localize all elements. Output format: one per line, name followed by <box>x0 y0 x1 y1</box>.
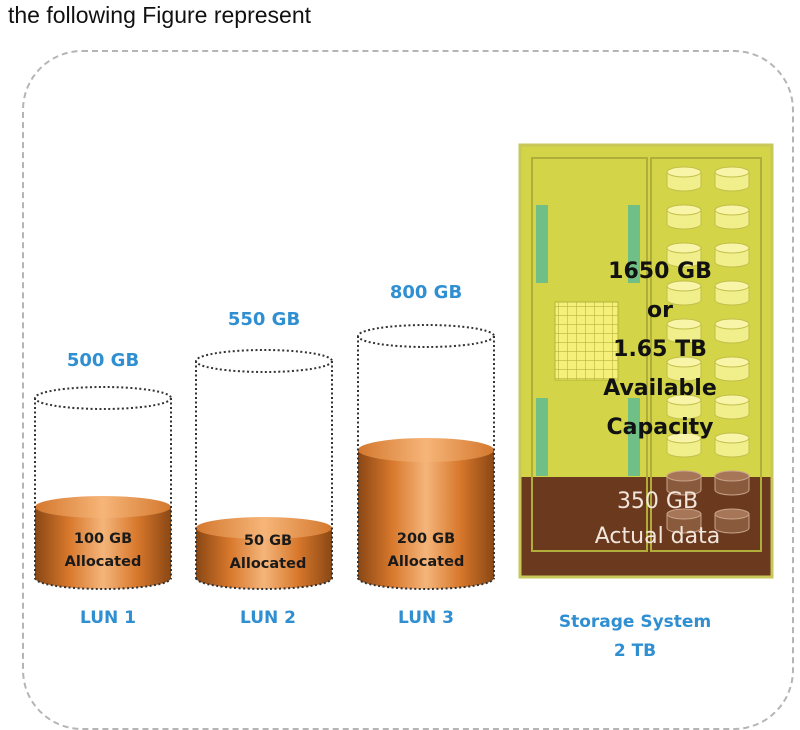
disk-icon <box>666 166 702 192</box>
storage-cabinet <box>518 143 774 579</box>
lun-3-fill-body <box>358 450 494 589</box>
figure-heading: the following Figure represent <box>8 2 311 28</box>
cabinet-left-door <box>531 157 648 552</box>
disk-icon <box>666 356 702 382</box>
disk-icon <box>714 470 750 496</box>
lun-2-outline-top <box>195 349 333 373</box>
lun-3-name: LUN 3 <box>397 608 454 628</box>
disk-icon <box>714 432 750 458</box>
lun-3-allocated-value: 200 GB <box>396 531 456 547</box>
storage-system-size: 2 TB <box>613 641 657 661</box>
lun-3-allocated-label: 200 GB Allocated <box>366 528 486 574</box>
lun-2-allocated-label: 50 GB Allocated <box>208 530 328 576</box>
lun-1-allocated-word: Allocated <box>64 554 142 570</box>
available-line-4: Available <box>603 376 717 401</box>
disk-icon <box>714 318 750 344</box>
lun-3-outline-top <box>357 324 495 348</box>
lun-3-capacity-label: 800 GB <box>389 282 463 303</box>
controller-grid <box>554 301 619 381</box>
disk-icon <box>666 204 702 230</box>
available-line-2: or <box>647 298 673 323</box>
left-door-handle-top-b <box>628 205 640 283</box>
available-line-1: 1650 GB <box>608 259 712 284</box>
lun-2-fill-body <box>196 528 332 589</box>
lun-1-allocated-label: 100 GB Allocated <box>43 528 163 574</box>
disk-icon <box>714 394 750 420</box>
lun-2-allocated-word: Allocated <box>229 556 307 572</box>
lun-1-fill-top <box>35 496 171 518</box>
disk-icon <box>714 242 750 268</box>
lun-1-cylinder <box>34 386 172 590</box>
lun-2-cylinder <box>195 349 333 590</box>
storage-diagram <box>34 143 774 590</box>
actual-line-1: 350 GB <box>616 489 699 514</box>
available-capacity-text: 1650 GB or 1.65 TB Available Capacity <box>560 252 760 447</box>
disk-icon <box>666 394 702 420</box>
lun-1-name: LUN 1 <box>79 608 136 628</box>
lun-3-cylinder <box>357 324 495 590</box>
lun-1-outline-top <box>34 386 172 410</box>
available-line-3: 1.65 TB <box>613 337 707 362</box>
disk-stack <box>666 166 750 534</box>
disk-icon <box>714 166 750 192</box>
disk-icon <box>714 204 750 230</box>
left-door-handle-bottom-a <box>536 398 548 476</box>
disk-icon <box>666 470 702 496</box>
disk-icon <box>714 280 750 306</box>
disk-icon <box>666 508 702 534</box>
lun-2-name: LUN 2 <box>239 608 296 628</box>
disk-icon <box>666 432 702 458</box>
actual-data-text: 350 GB Actual data <box>555 484 760 554</box>
storage-system-name: Storage System <box>558 612 712 632</box>
lun-2-fill-top <box>196 517 332 539</box>
cabinet-right-door <box>650 157 762 552</box>
actual-line-2: Actual data <box>594 524 721 549</box>
left-door-handle-bottom-b <box>628 398 640 476</box>
disk-icon <box>714 356 750 382</box>
lun-3-allocated-word: Allocated <box>387 554 465 570</box>
disk-icon <box>666 280 702 306</box>
disk-icon <box>714 508 750 534</box>
disk-icon <box>666 242 702 268</box>
lun-3-fill-top <box>358 438 494 462</box>
storage-system-label: Storage System 2 TB <box>530 608 740 666</box>
lun-1-fill-body <box>35 507 171 589</box>
disk-icon <box>666 318 702 344</box>
lun-2-capacity-label: 550 GB <box>227 309 301 330</box>
left-door-handle-top-a <box>536 205 548 283</box>
lun-2-allocated-value: 50 GB <box>243 533 293 549</box>
lun-1-capacity-label: 500 GB <box>66 350 140 371</box>
available-line-5: Capacity <box>606 415 714 440</box>
lun-1-allocated-value: 100 GB <box>73 531 133 547</box>
